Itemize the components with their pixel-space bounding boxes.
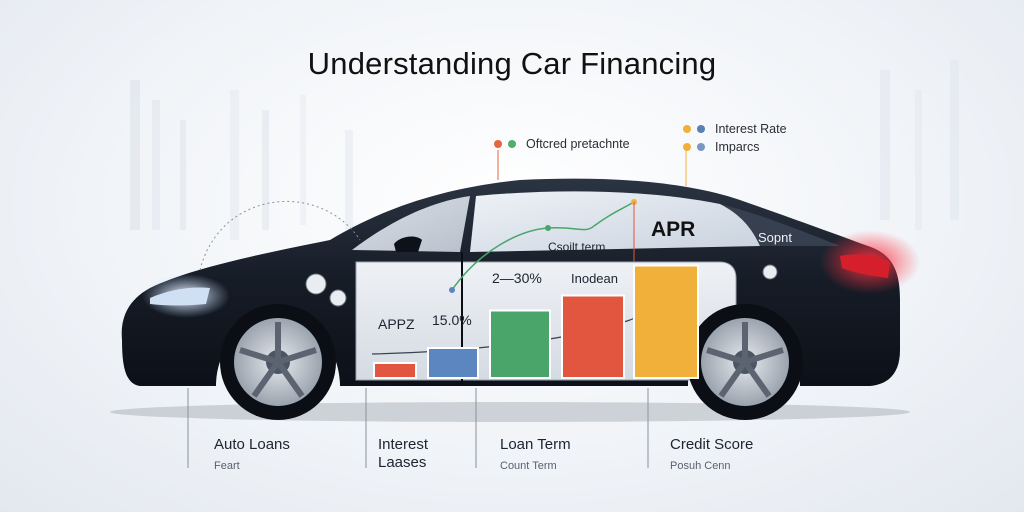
bottom-label-main: Loan Term	[500, 436, 571, 453]
bottom-label-loan-term: Loan Term Count Term	[500, 436, 571, 472]
car-shadow	[110, 402, 910, 422]
legend-label: Interest Rate	[715, 122, 787, 136]
bar-3	[561, 294, 625, 379]
pct-value-label: 15.0%	[432, 312, 472, 328]
legend-dot-red	[494, 140, 502, 148]
bar-2	[489, 309, 551, 379]
gauge-circle	[305, 273, 327, 295]
car-window-rear	[720, 204, 840, 246]
gauge-circle	[329, 289, 347, 307]
legend-right: Interest Rate Imparcs	[683, 122, 787, 154]
legend-left: Oftcred pretachnte	[494, 137, 630, 151]
car-window-front	[352, 196, 470, 252]
front-wheel	[220, 304, 336, 420]
curve-label: Csoilt term	[548, 240, 606, 254]
dotted-arc	[199, 200, 361, 271]
legend-dot-yellow	[683, 143, 691, 151]
bottom-label-main: Auto Loans	[214, 436, 290, 453]
rear-wheel	[687, 304, 803, 420]
taillight	[840, 254, 890, 278]
inodean-label: Inodean	[571, 271, 618, 286]
bottom-label-interest: Interest Laases	[378, 436, 428, 472]
curve-point	[449, 287, 455, 293]
legend-item: Oftcred pretachnte	[494, 137, 630, 151]
trend-curve	[451, 201, 635, 291]
bottom-label-main: Interest	[378, 436, 429, 453]
bottom-label-main2: Laases	[378, 454, 427, 471]
bar-1	[427, 347, 479, 379]
legend-dot-blue	[697, 125, 705, 133]
pct-range-label: 2—30%	[492, 270, 542, 286]
car-window-main	[470, 191, 760, 252]
apr-label: APR	[651, 218, 696, 241]
side-mirror	[394, 236, 422, 252]
headlight	[150, 287, 210, 306]
legend-item: Interest Rate	[683, 122, 787, 136]
bottom-label-sub: Count Term	[500, 460, 557, 472]
bar-0	[373, 362, 417, 379]
bottom-label-auto-loans: Auto Loans Feart	[214, 436, 290, 472]
side-label: Sopnt	[758, 230, 792, 245]
legend-dot-blue	[697, 143, 705, 151]
legend-dot-yellow	[683, 125, 691, 133]
curve-point	[545, 225, 551, 231]
apr2-label: APPZ	[378, 316, 415, 332]
bar-4	[633, 264, 699, 379]
bottom-label-sub: Posuh Cenn	[670, 460, 731, 472]
page-title: Understanding Car Financing	[307, 46, 717, 81]
legend-item: Imparcs	[683, 140, 787, 154]
gauge-circle	[762, 264, 778, 280]
bottom-label-credit-score: Credit Score Posuh Cenn	[670, 436, 753, 472]
legend-label: Oftcred pretachnte	[526, 137, 630, 151]
bar-chart	[373, 264, 699, 379]
bottom-label-sub: Feart	[214, 460, 240, 472]
bottom-label-main: Credit Score	[670, 436, 754, 453]
legend-label: Imparcs	[715, 140, 760, 154]
legend-dot-green	[508, 140, 516, 148]
